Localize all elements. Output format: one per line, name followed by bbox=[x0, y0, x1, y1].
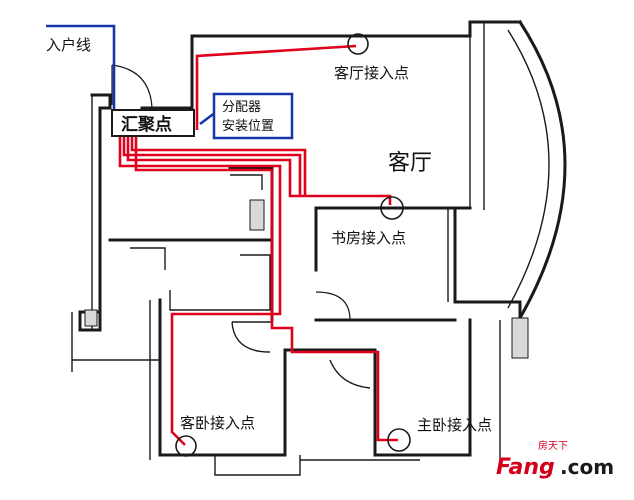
splitter-label-line1: 分配器 bbox=[222, 100, 261, 115]
master-bedroom-point-label: 主卧接入点 bbox=[417, 416, 492, 434]
watermark-domain: .com bbox=[560, 455, 614, 479]
incoming-line bbox=[46, 24, 116, 112]
guest-bedroom-point-label: 客卧接入点 bbox=[180, 414, 255, 432]
cable-master-bedroom bbox=[134, 130, 398, 442]
guest-bedroom-point-marker bbox=[175, 435, 197, 457]
watermark-chinese: 房天下 bbox=[538, 439, 568, 452]
master-bedroom-point-marker bbox=[387, 428, 411, 452]
walls bbox=[71, 19, 567, 476]
red-cables bbox=[118, 44, 398, 446]
hub-label: 汇聚点 bbox=[121, 114, 172, 135]
incoming-line-label: 入户线 bbox=[46, 36, 91, 54]
study-point-label: 书房接入点 bbox=[331, 229, 406, 247]
living-room-point-label: 客厅接入点 bbox=[334, 64, 409, 82]
watermark-logo: 房天下 Fang .com bbox=[496, 439, 614, 480]
hub-box bbox=[111, 109, 195, 137]
watermark-brand: Fang bbox=[496, 455, 555, 480]
study-point-marker bbox=[380, 196, 404, 220]
splitter-box bbox=[212, 92, 294, 140]
living-room-point-marker bbox=[347, 33, 369, 55]
cable-guest-bedroom bbox=[118, 130, 282, 446]
living-room-label: 客厅 bbox=[388, 151, 432, 176]
cable-living-room bbox=[195, 44, 357, 130]
splitter-label-line2: 安装位置 bbox=[222, 119, 274, 134]
